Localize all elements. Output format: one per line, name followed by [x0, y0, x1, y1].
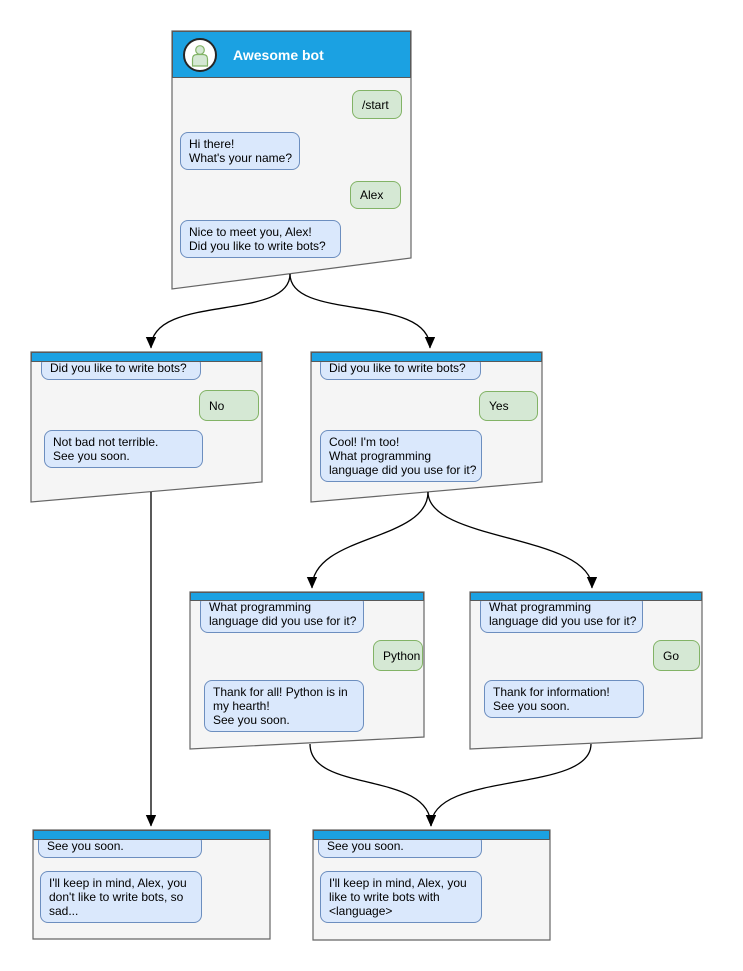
chat-window-root: Awesome bot /start Hi there! What's your…	[172, 31, 411, 289]
user-message-go: Go	[653, 640, 700, 671]
bot-message-greeting: Hi there! What's your name?	[180, 132, 300, 170]
chat-window-go-branch: What programming language did you use fo…	[470, 592, 702, 749]
bot-message-not-bad: Not bad not terrible. See you soon.	[44, 430, 203, 468]
bot-message-language-question: What programming language did you use fo…	[200, 595, 364, 633]
bot-message-thanks-info: Thank for information! See you soon.	[484, 680, 644, 718]
avatar	[183, 37, 217, 72]
chat-window-go-branch-header	[470, 592, 702, 601]
edge-root-to-yes-branch	[289, 273, 436, 349]
chat-window-root-header: Awesome bot	[172, 31, 411, 78]
bot-title: Awesome bot	[233, 46, 324, 63]
user-message-no: No	[199, 390, 259, 421]
user-message-python: Python	[373, 640, 423, 671]
chat-window-end-no-header	[33, 830, 270, 840]
user-message-yes: Yes	[479, 391, 538, 421]
user-message-start: /start	[352, 90, 402, 119]
bot-message-thanks-python: Thank for all! Python is in my hearth! S…	[204, 680, 364, 732]
chat-window-end-yes-header	[313, 830, 550, 840]
chat-window-yes-branch: Did you like to write bots? Yes Cool! I'…	[311, 352, 542, 502]
chat-window-end-no: See you soon. I'll keep in mind, Alex, y…	[33, 830, 270, 939]
chat-window-python-branch: What programming language did you use fo…	[190, 592, 424, 749]
bot-message-cool: Cool! I'm too! What programming language…	[320, 430, 482, 482]
chat-window-no-branch: Did you like to write bots? No Not bad n…	[31, 352, 262, 502]
bot-message-nice-to-meet: Nice to meet you, Alex! Did you like to …	[180, 220, 341, 258]
edge-python-branch-to-end-yes	[309, 743, 437, 827]
chat-window-no-branch-header	[31, 352, 262, 362]
edge-go-branch-to-end-yes	[425, 743, 592, 827]
bot-message-keep-in-mind-language: I'll keep in mind, Alex, you like to wri…	[320, 871, 482, 923]
edge-yes-branch-to-python-branch	[306, 491, 429, 589]
chat-window-yes-branch-header	[311, 352, 542, 362]
user-message-name: Alex	[350, 181, 401, 209]
bot-message-keep-in-mind-sad: I'll keep in mind, Alex, you don't like …	[40, 871, 202, 923]
person-icon	[191, 44, 209, 67]
edge-root-to-no-branch	[145, 273, 291, 349]
chat-window-python-branch-header	[190, 592, 424, 601]
edge-yes-branch-to-go-branch	[427, 491, 598, 589]
chat-window-end-yes: See you soon. I'll keep in mind, Alex, y…	[313, 830, 550, 940]
